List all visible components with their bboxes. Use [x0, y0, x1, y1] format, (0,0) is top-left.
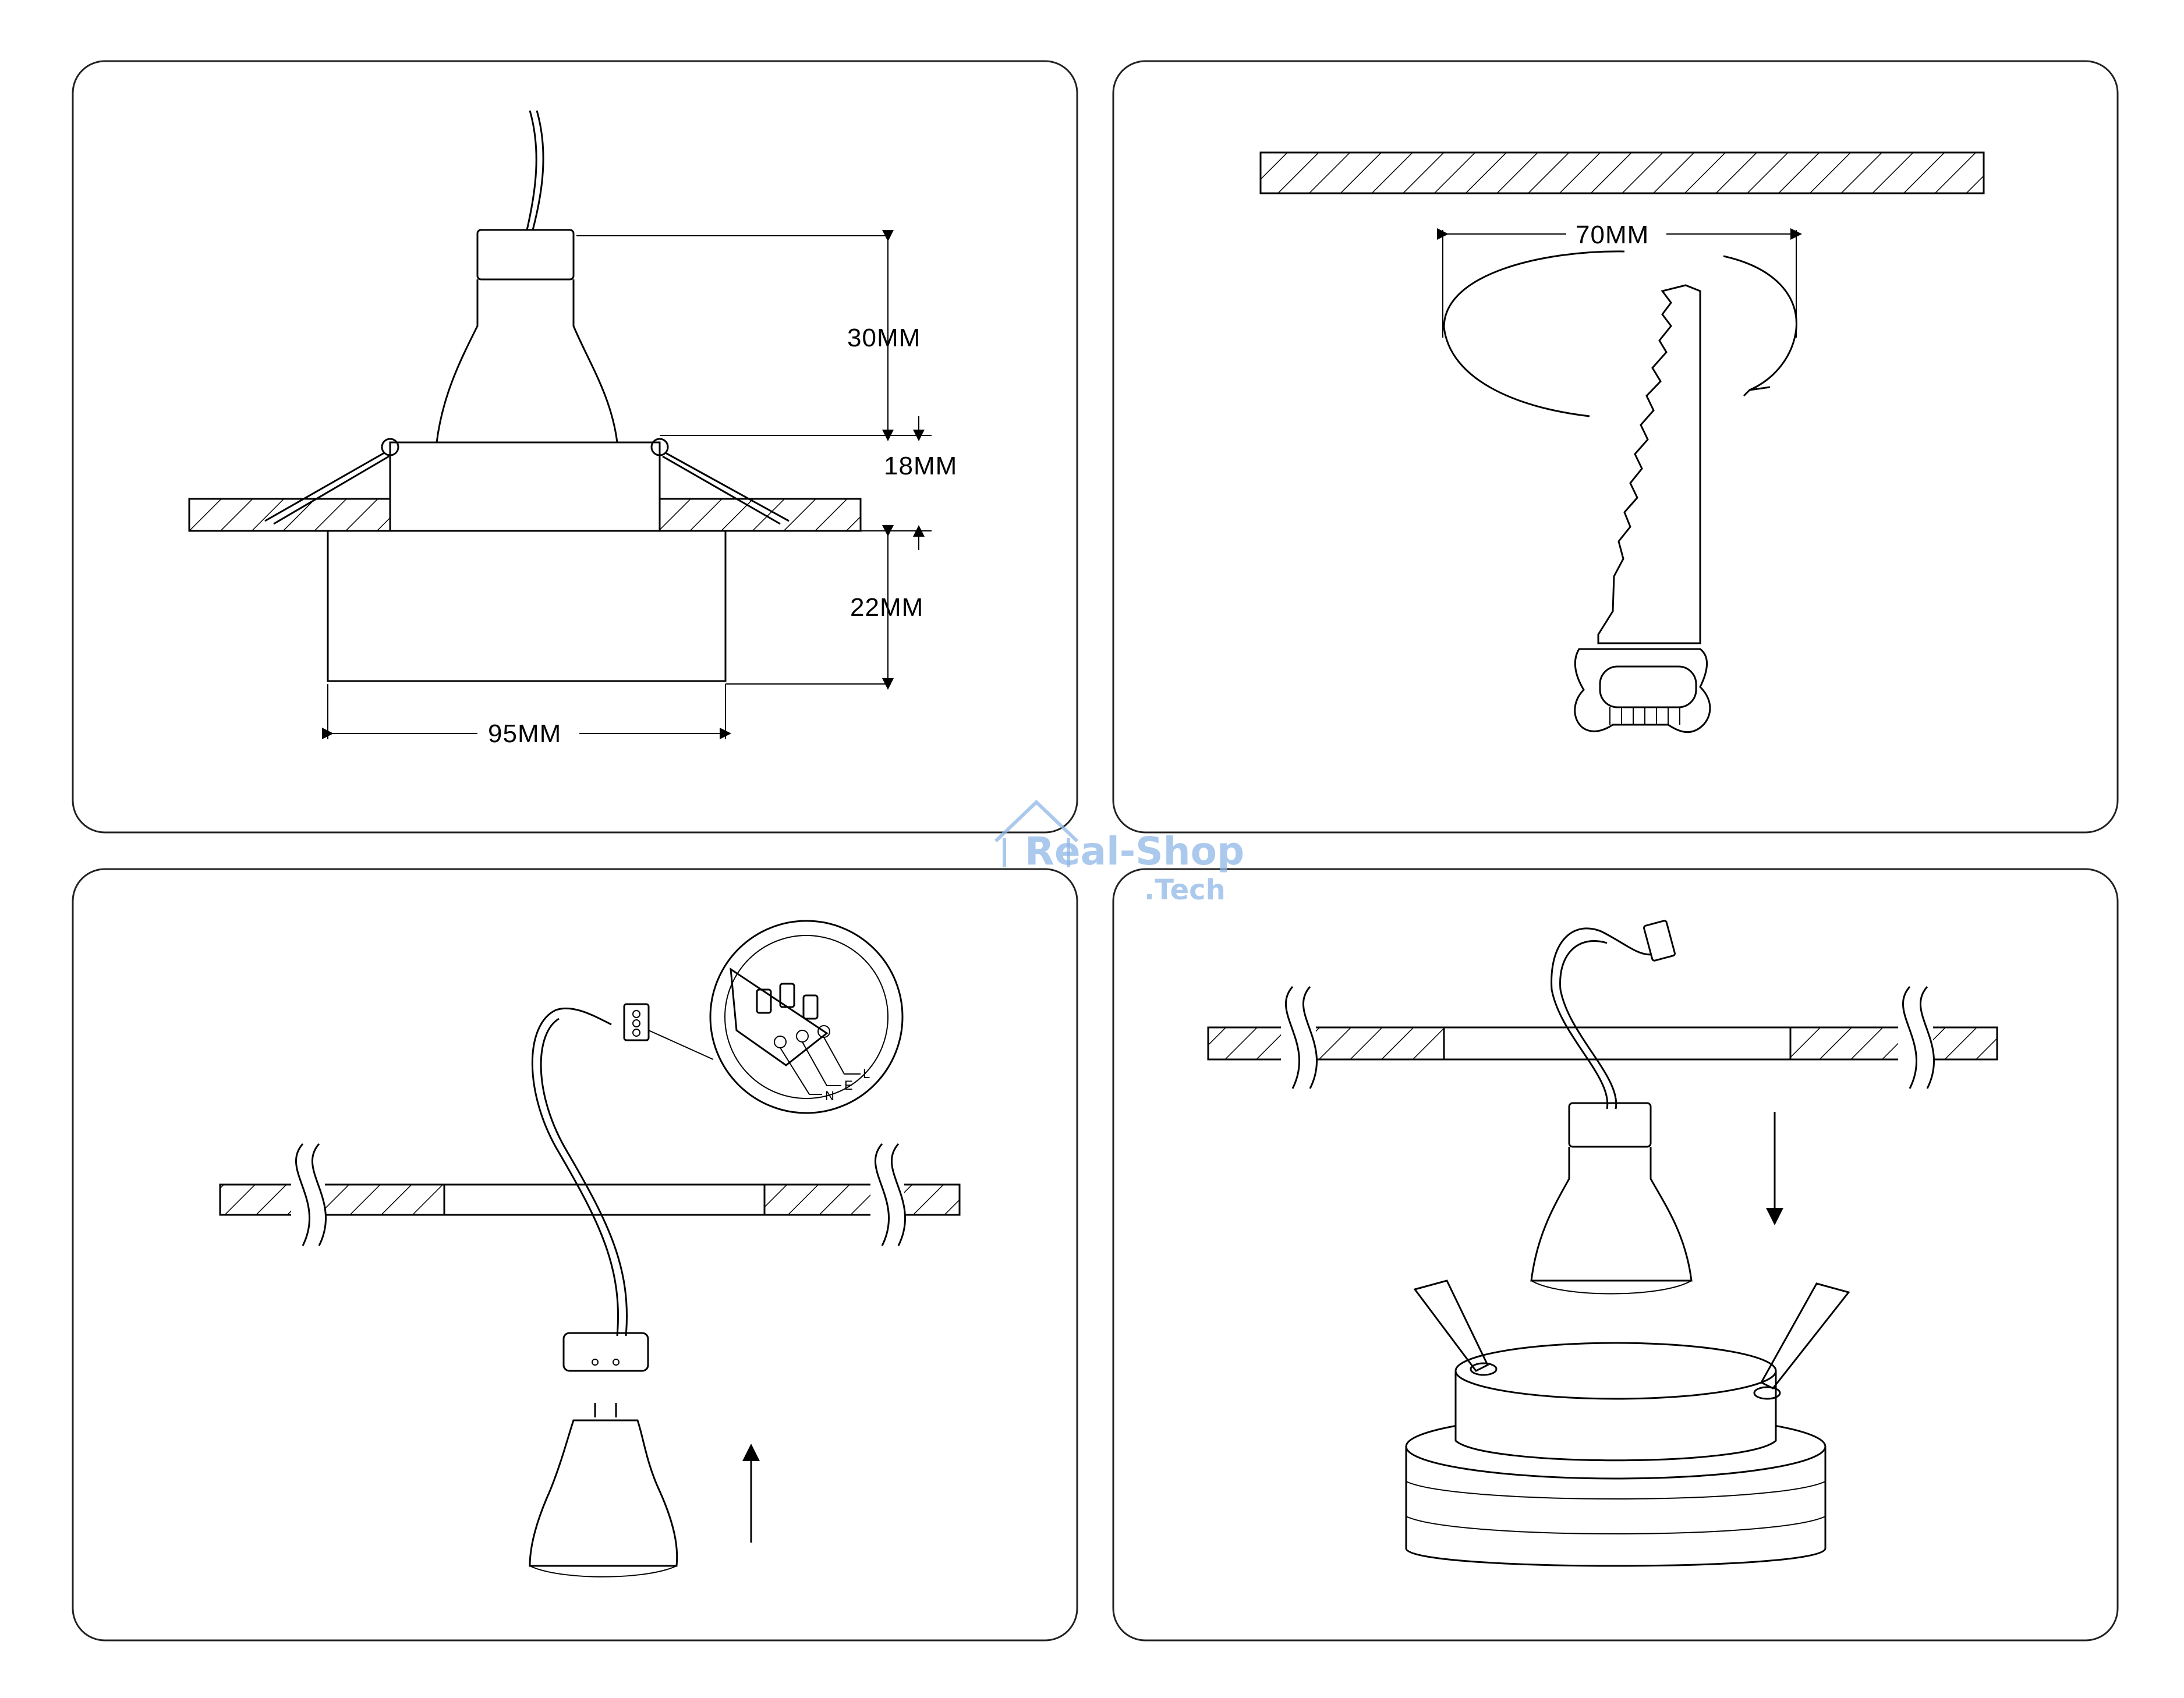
- terminal-block: [1643, 920, 1676, 962]
- label-earth: E: [844, 1078, 853, 1093]
- rotation-arc: [1443, 250, 1625, 328]
- dim-95mm: 95MM: [488, 719, 561, 748]
- panel-dimensions: 30MM 18MM 22MM 95MM: [72, 60, 1078, 834]
- ceiling-slab-left: [1207, 1026, 1445, 1061]
- watermark: Real-Shop .Tech: [994, 799, 1244, 906]
- panel-install: [1112, 868, 2119, 1642]
- spring-clip-left: [381, 438, 399, 456]
- saw-handle: [1574, 648, 1711, 733]
- housing-body: [327, 530, 727, 682]
- ceiling-slab: [1259, 151, 1985, 194]
- ceiling-slab-right: [659, 498, 862, 532]
- dim-30mm: 30MM: [847, 324, 921, 352]
- cable: [526, 110, 537, 231]
- panel-cut-hole: 70MM: [1112, 60, 2119, 834]
- terminal-block: [623, 1003, 650, 1041]
- wiring-detail-circle: [709, 920, 904, 1114]
- panel-wiring: L E N: [72, 868, 1078, 1642]
- spring-clip-left: [1413, 1279, 1489, 1372]
- label-neutral: N: [825, 1089, 834, 1103]
- lamp-cap: [1568, 1102, 1652, 1148]
- cable: [1551, 927, 1651, 1109]
- dim-22mm: 22MM: [850, 593, 923, 622]
- rotation-arrow: [1723, 255, 1797, 391]
- ceiling-slab-right: [1789, 1026, 1998, 1061]
- ceiling-slab-left: [219, 1183, 445, 1216]
- label-live: L: [863, 1066, 870, 1081]
- spring-clip-right: [650, 438, 669, 456]
- watermark-line1: Real-Shop: [1025, 829, 1244, 874]
- ceiling-opening: [443, 1183, 766, 1216]
- ceiling-opening: [1443, 1026, 1792, 1061]
- dim-18mm: 18MM: [884, 452, 957, 480]
- dim-70mm: 70MM: [1576, 221, 1649, 249]
- cable: [531, 1007, 620, 1337]
- lamp-cap: [476, 229, 575, 281]
- saw-blade: [1597, 284, 1701, 644]
- ceiling-slab-right: [763, 1183, 961, 1216]
- house-logo-icon: [994, 799, 1079, 867]
- watermark-line2: .Tech: [1144, 874, 1226, 906]
- lamp-reflector: [1530, 1147, 1693, 1282]
- lamp-socket: [562, 1332, 649, 1372]
